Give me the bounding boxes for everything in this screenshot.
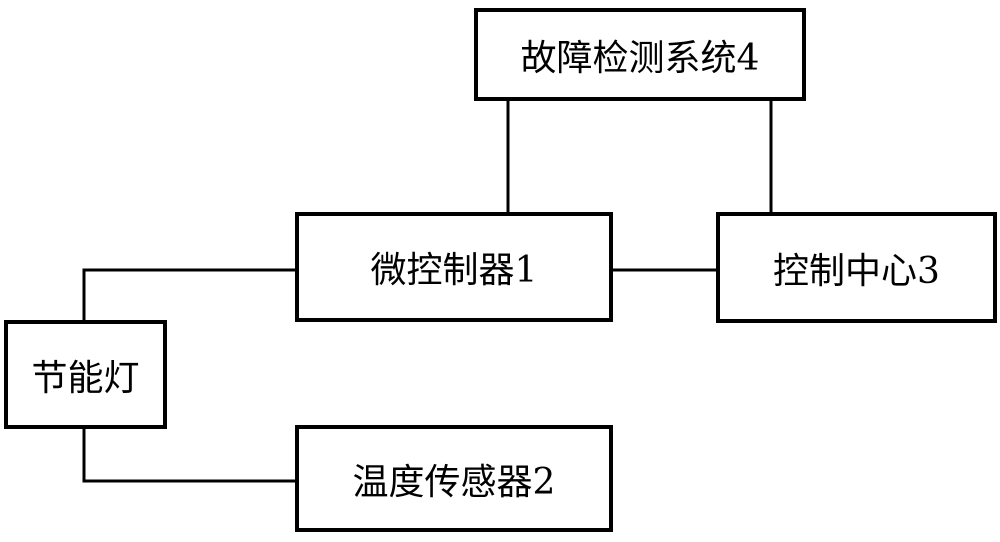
microcontroller-label: 微控制器1	[370, 250, 538, 291]
control-center-box: 控制中心3	[716, 212, 997, 323]
temperature-sensor-box: 温度传感器2	[295, 425, 613, 532]
temperature-sensor-label: 温度传感器2	[352, 461, 556, 503]
fault-detection-system-label: 故障检测系统4	[520, 37, 760, 79]
line-lamp-to-sensor	[82, 427, 297, 483]
microcontroller-box: 微控制器1	[295, 212, 613, 322]
energy-saving-lamp-box: 节能灯	[4, 320, 167, 429]
line-lamp-to-micro	[82, 268, 297, 320]
control-center-label: 控制中心3	[773, 250, 940, 292]
fault-detection-system-box: 故障检测系统4	[474, 8, 806, 101]
energy-saving-lamp-label: 节能灯	[31, 357, 140, 399]
